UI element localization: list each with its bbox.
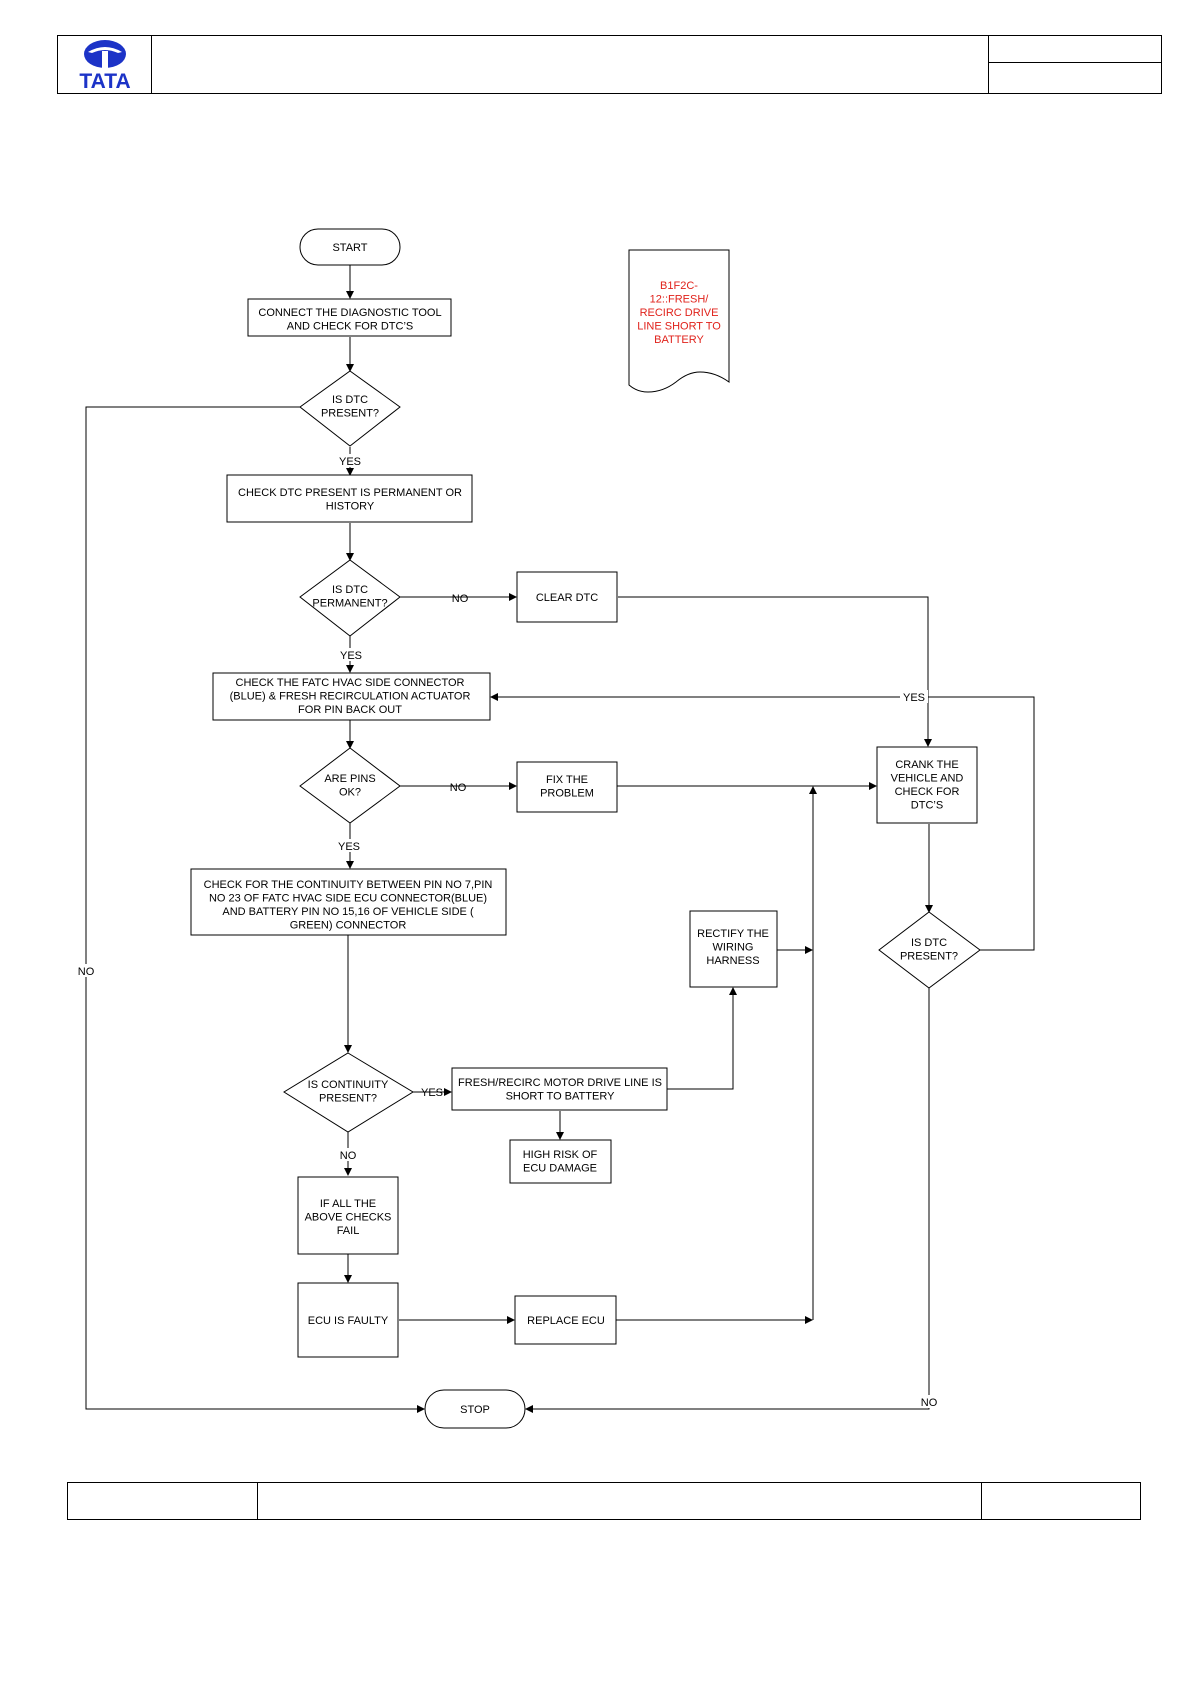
stop-terminal	[424, 1389, 526, 1429]
is-dtc-present-2-diamond	[878, 911, 981, 989]
are-pins-ok-diamond	[299, 747, 401, 824]
all-checks-fail-box	[297, 1176, 399, 1255]
ecu-faulty-text: ECU IS FAULTY	[308, 1315, 389, 1327]
check-continuity-text: CHECK FOR THE CONTINUITY BETWEEN PIN NO …	[204, 879, 493, 932]
label-no-permanent: NO	[452, 593, 469, 605]
is-dtc-present-diamond	[299, 370, 401, 447]
header-divider	[989, 62, 1161, 63]
label-no-present2: NO	[921, 1397, 938, 1409]
branch-labels: YES NO YES NO YES YES NO YES NO NO	[76, 454, 940, 1409]
ecu-faulty-box	[297, 1282, 399, 1358]
tata-logo: TATA	[58, 36, 152, 93]
label-yes-continuity: YES	[421, 1087, 443, 1099]
clear-dtc-box	[516, 571, 618, 623]
connector-lines	[85, 265, 1035, 1413]
check-permanent-box	[226, 474, 473, 523]
tata-logo-mark: TATA	[79, 40, 131, 93]
arrow-present2-no	[525, 988, 930, 1413]
motor-short-box	[451, 1067, 668, 1111]
label-yes-2: YES	[340, 650, 362, 662]
logo-text: TATA	[79, 70, 130, 93]
start-terminal	[299, 228, 401, 266]
arrow-present1-no	[85, 406, 425, 1413]
is-continuity-present-diamond	[283, 1052, 414, 1133]
header-info-cells	[988, 36, 1161, 93]
arrow-present2-yes	[490, 693, 1035, 951]
label-no-continuity: NO	[340, 1150, 357, 1162]
connect-tool-box	[247, 298, 452, 337]
crank-vehicle-box	[876, 746, 978, 824]
footer-right-cell	[981, 1482, 1141, 1520]
label-yes-1: YES	[339, 456, 361, 468]
check-connector-text: CHECK THE FATC HVAC SIDE CONNECTOR(BLUE)…	[230, 677, 471, 716]
replace-ecu-box	[514, 1295, 617, 1345]
clear-dtc-text: CLEAR DTC	[536, 592, 598, 604]
label-no-present1: NO	[78, 966, 95, 978]
rectify-harness-box	[689, 910, 778, 988]
high-risk-box	[509, 1139, 612, 1184]
fix-problem-box	[516, 761, 618, 813]
start-text: START	[332, 242, 367, 254]
check-continuity-box	[190, 868, 507, 936]
stop-text: STOP	[460, 1404, 490, 1416]
check-connector-box	[212, 672, 491, 721]
label-no-pins: NO	[450, 782, 467, 794]
arrow-clear-crank	[618, 596, 932, 747]
flowchart-shapes	[190, 228, 981, 1429]
replace-ecu-text: REPLACE ECU	[527, 1315, 605, 1327]
footer-left-cell	[67, 1482, 258, 1520]
dtc-code-document	[628, 249, 730, 393]
page-header: TATA	[57, 35, 1162, 94]
label-yes-3: YES	[338, 841, 360, 853]
label-yes-loop: YES	[903, 692, 925, 704]
is-dtc-permanent-diamond	[299, 559, 401, 637]
arrow-short-rectify	[667, 987, 737, 1090]
